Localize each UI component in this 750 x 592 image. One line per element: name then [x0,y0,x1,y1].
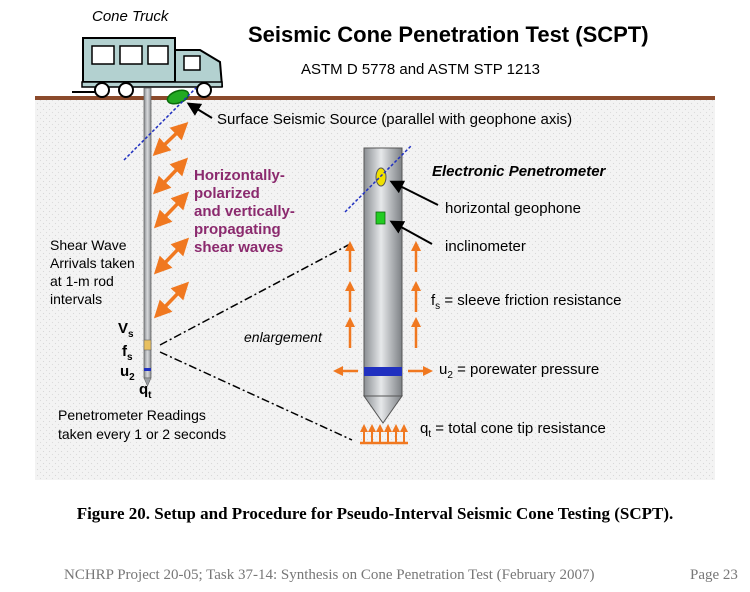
sleeve-friction-arrows [345,241,421,348]
inclinometer-label: inclinometer [445,238,526,255]
qt-label: qt = total cone tip resistance [420,420,606,440]
geophone-pointer [389,180,439,206]
diagram-subtitle: ASTM D 5778 and ASTM STP 1213 [301,61,540,78]
source-pointer-arrow [186,102,213,119]
wave-label-line: and vertically- [194,203,295,220]
truck-label: Cone Truck [92,8,170,25]
geophone-label: horizontal geophone [445,200,581,217]
electronic-penetrometer [363,147,403,424]
cone-tip [363,395,403,424]
inclinometer-sensor [375,211,386,225]
page-number: Page 23 [690,567,738,583]
enlargement-line-bottom [159,351,353,441]
truck-wheel [196,82,212,98]
fs-small-label: fs [122,343,133,363]
inclinometer-pointer [389,220,433,245]
qt-small-label: qt [139,381,152,401]
shear-wave-arrows [152,121,190,319]
truck-wheel [94,82,110,98]
wave-label-line: polarized [194,185,260,202]
page-footer: NCHRP Project 20-05; Task 37-14: Synthes… [64,567,595,583]
cone-truck [72,37,224,98]
enlargement-label: enlargement [244,329,323,345]
porewater-filter [364,367,402,376]
wave-label: Horizontally- polarized and vertically- … [194,167,295,256]
shear-arrival-line: at 1-m rod [50,273,114,289]
wave-label-line: propagating [194,221,281,238]
push-rod [143,87,152,379]
shear-arrival-line: Arrivals taken [50,255,135,271]
diagram-title: Seismic Cone Penetration Test (SCPT) [248,22,649,47]
shear-arrival-label: Shear Wave Arrivals taken at 1-m rod int… [50,237,135,307]
fs-label: fs = sleeve friction resistance [431,292,622,312]
probe-porestone-mark [144,368,151,371]
wave-label-line: shear waves [194,239,283,256]
figure-caption: Figure 20. Setup and Procedure for Pseud… [76,504,674,523]
scpt-diagram: Cone Truck Seismic Cone Penetration Test… [35,8,715,480]
tip-resistance-arrows [360,424,408,445]
surface-source-label: Surface Seismic Source (parallel with ge… [217,111,572,128]
ground-surface [35,96,715,100]
u2-small-label: u2 [120,363,135,383]
surface-seismic-source [166,89,190,105]
geophone-axis-line [344,144,413,213]
penetrometer-title: Electronic Penetrometer [432,163,607,180]
vs-label: Vs [118,320,134,340]
wave-label-line: Horizontally- [194,167,285,184]
readings-line: Penetrometer Readings [58,407,206,423]
small-cone-tip [143,377,152,387]
shear-arrival-line: intervals [50,291,102,307]
readings-line: taken every 1 or 2 seconds [58,426,226,442]
u2-label: u2 = porewater pressure [439,361,599,381]
truck-wheel [118,82,134,98]
enlargement-line-top [159,242,353,346]
probe-sleeve-mark [143,339,152,351]
shear-arrival-line: Shear Wave [50,237,127,253]
